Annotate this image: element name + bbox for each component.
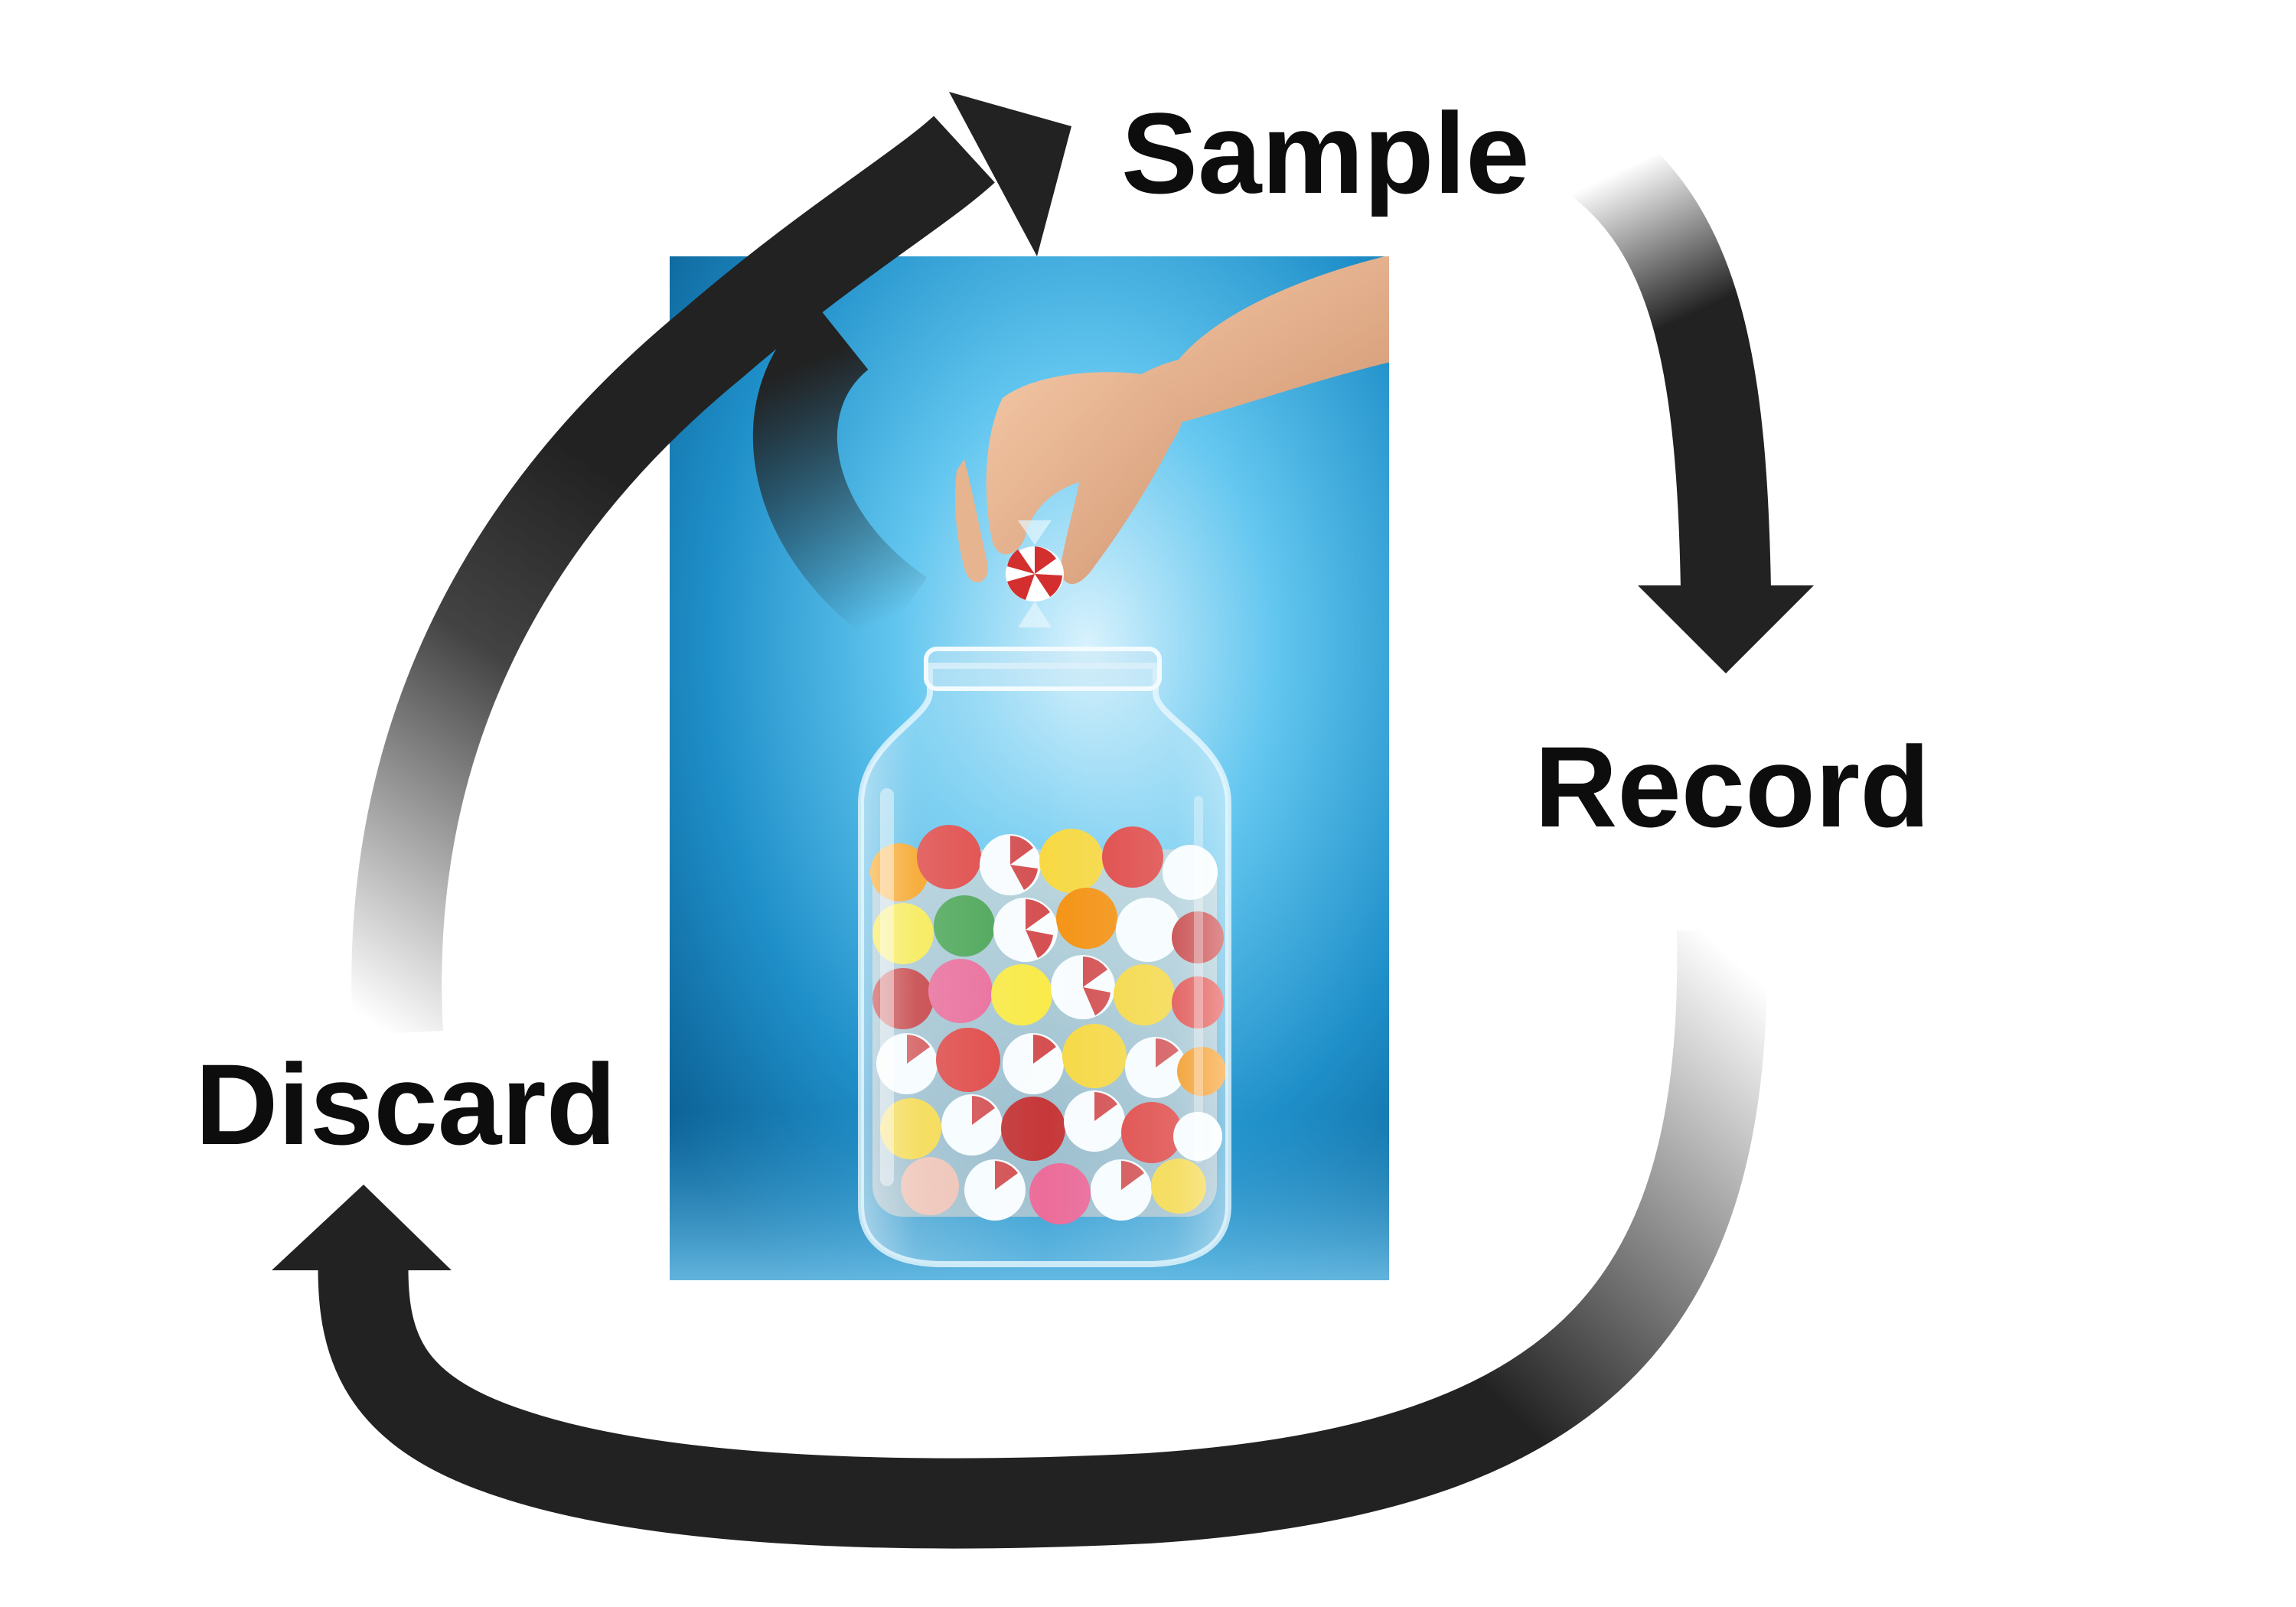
arrow-sample-to-record-head: [1638, 585, 1814, 673]
arrow-record-to-discard-shaft: [318, 928, 1768, 1549]
forearm: [1110, 256, 1389, 429]
arrow-inner-arc: [752, 304, 928, 647]
thumb: [955, 459, 988, 583]
step-label-record: Record: [1534, 722, 1930, 851]
jar-rim: [924, 647, 1162, 691]
glass-jar: [858, 647, 1231, 1267]
arrow-discard-to-sample-head: [949, 92, 1071, 256]
arrow-discard-to-sample-shaft: [351, 116, 995, 1036]
step-label-discard: Discard: [195, 1040, 616, 1169]
arrow-record-to-discard-head: [272, 1185, 452, 1270]
candy-jar-photo: [670, 256, 1389, 1280]
hand: [955, 256, 1389, 585]
peppermint-candy-held: [1006, 520, 1064, 627]
step-label-sample: Sample: [1121, 89, 1530, 217]
jar-body: [858, 663, 1231, 1267]
palm: [986, 372, 1183, 585]
arrow-sample-to-record-shaft: [1571, 125, 1771, 591]
